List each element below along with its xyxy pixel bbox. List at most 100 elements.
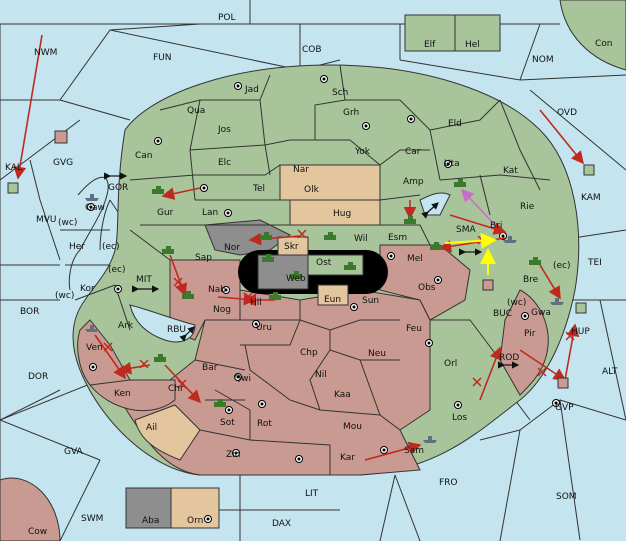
label-mel: Mel [407, 254, 423, 264]
green-labels: Jad Sch Qua Jos Grh Can Yok Car Eld Elc … [69, 40, 539, 423]
label-chp: Chp [300, 348, 318, 358]
label-sun: Sun [362, 296, 379, 306]
label-uta: Uta [444, 159, 460, 169]
label-ven: Ven [86, 343, 103, 353]
label-rbu: RBU [167, 325, 186, 335]
convoy-order [460, 188, 496, 226]
label-cob: COB [302, 45, 322, 55]
sea-labels: POL NWM FUN COB NOM Con OVD KAL GVG GOR … [5, 13, 618, 537]
label-chr: Chr [168, 384, 184, 394]
label-rie: Rie [520, 202, 535, 212]
label-eun: Eun [324, 295, 341, 305]
support-orders [444, 232, 497, 275]
label-uru: Uru [256, 323, 272, 333]
territory-eun[interactable] [317, 284, 349, 306]
label-elc: Elc [218, 158, 231, 168]
label-rot: Rot [257, 419, 272, 429]
label-qua: Qua [187, 106, 205, 116]
dislodged-markers [7, 130, 595, 389]
label-wil: Wil [354, 234, 368, 244]
label-ail: Ail [146, 423, 157, 433]
label-kaa: Kaa [334, 390, 351, 400]
label-con: Con [595, 39, 613, 49]
territory-ail[interactable] [134, 404, 201, 461]
label-neu: Neu [368, 349, 386, 359]
label-her: Her [69, 242, 85, 252]
territory-aba[interactable] [125, 487, 172, 529]
label-lit: LIT [305, 489, 319, 499]
label-web: Web [286, 274, 306, 284]
label-ec1: (ec) [102, 242, 120, 252]
label-gvp: GVP [555, 403, 574, 413]
label-tei: TEI [587, 258, 602, 268]
passage-arrows [104, 172, 520, 369]
label-car: Car [405, 147, 421, 157]
territory-hel[interactable] [454, 14, 501, 52]
label-pol: POL [218, 13, 236, 23]
other-labels: Olk Hug Nor Skr Web Eun Ail Aba Orn [142, 185, 351, 526]
label-nwm: NWM [34, 48, 57, 58]
label-feu: Feu [406, 324, 422, 334]
label-los: Los [452, 413, 467, 423]
label-yok: Yok [354, 147, 371, 157]
label-cow: Cow [28, 527, 47, 537]
territory-elf[interactable] [404, 14, 456, 52]
label-nab: Nab [208, 285, 226, 295]
label-bri: Bri [490, 221, 502, 231]
label-gva: GVA [64, 447, 84, 457]
label-orn: Orn [187, 516, 203, 526]
label-elf: Elf [424, 40, 436, 50]
label-eld: Eld [448, 119, 462, 129]
label-gur: Gur [157, 208, 174, 218]
label-swm: SWM [81, 514, 103, 524]
label-orl: Orl [444, 359, 457, 369]
label-wc2: (wc) [55, 291, 74, 301]
label-ost: Ost [316, 258, 332, 268]
label-zin: Zin [226, 450, 240, 460]
label-gwa: Gwa [531, 308, 551, 318]
label-olk: Olk [304, 185, 320, 195]
label-hel: Hel [465, 40, 480, 50]
supply-center-dots [89, 77, 558, 521]
label-bar: Bar [202, 363, 218, 373]
label-nog: Nog [213, 305, 231, 315]
label-sma: SMA [456, 225, 476, 235]
label-alt: ALT [602, 367, 618, 377]
label-nar: Nar [293, 165, 309, 175]
label-dor: DOR [28, 372, 48, 382]
label-kal: KAL [5, 163, 22, 173]
label-rod: ROD [499, 353, 519, 363]
label-fro: FRO [439, 478, 458, 488]
label-kat: Kat [503, 166, 518, 176]
territory-borders [60, 64, 551, 475]
label-nom: NOM [532, 55, 554, 65]
label-ec2: (ec) [108, 265, 126, 275]
label-sam: Sam [404, 446, 424, 456]
label-bre: Bre [523, 275, 539, 285]
label-mou: Mou [343, 422, 362, 432]
label-bor: BOR [20, 307, 39, 317]
units-fleet [85, 194, 564, 443]
label-ken: Ken [114, 389, 131, 399]
label-obs: Obs [418, 283, 436, 293]
label-gaw: Gaw [85, 203, 105, 213]
label-sot: Sot [220, 418, 235, 428]
label-gvg: GVG [53, 158, 73, 168]
label-gor: GOR [108, 183, 128, 193]
label-dax: DAX [272, 519, 291, 529]
label-skr: Skr [284, 242, 299, 252]
label-fun: FUN [153, 53, 172, 63]
label-qwi: Qwi [234, 374, 251, 384]
label-ovd: OVD [557, 108, 577, 118]
label-can: Can [135, 151, 153, 161]
label-jad: Jad [244, 85, 259, 95]
label-nor: Nor [224, 243, 240, 253]
label-wc3: (wc) [507, 298, 526, 308]
label-jos: Jos [217, 125, 231, 135]
territory-pir[interactable] [499, 289, 549, 396]
label-kar: Kar [340, 453, 355, 463]
label-lan: Lan [202, 208, 218, 218]
territory-ken[interactable] [89, 379, 176, 412]
label-grh: Grh [343, 108, 359, 118]
